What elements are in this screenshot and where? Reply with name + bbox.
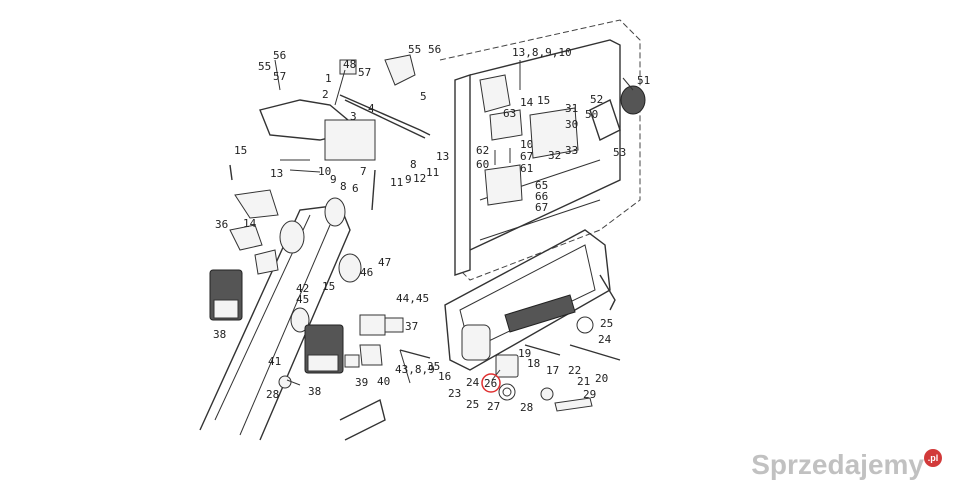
label-23: 23: [448, 387, 461, 400]
label-8: 8: [340, 180, 347, 193]
label-51: 51: [637, 74, 650, 87]
label-44-45: 44,45: [396, 292, 429, 305]
label-28: 28: [266, 388, 279, 401]
label-36: 36: [215, 218, 228, 231]
bolts: [229, 164, 431, 359]
label-27: 27: [487, 400, 500, 413]
label-32: 32: [548, 149, 561, 162]
lamp-38-right: [304, 324, 344, 374]
label-33: 33: [565, 144, 578, 157]
label-11: 11: [426, 166, 439, 179]
label-42: 42: [296, 282, 309, 295]
watermark: Sprzedajemy .pl: [751, 449, 942, 481]
center-block: [484, 148, 523, 206]
label-53: 53: [613, 146, 626, 159]
label-1: 1: [325, 72, 332, 85]
highlight-circle: [481, 373, 501, 393]
label-14b: 14: [243, 217, 257, 230]
label-63: 63: [503, 107, 516, 120]
boom-arm: [199, 197, 386, 441]
label-39: 39: [355, 376, 368, 389]
label-10b: 10: [318, 165, 331, 178]
label-25b: 25: [466, 398, 479, 411]
label-8b: 8: [410, 158, 417, 171]
label-12: 12: [413, 172, 426, 185]
label-55b: 55: [408, 43, 421, 56]
label-18: 18: [527, 357, 540, 370]
label-37: 37: [405, 320, 418, 333]
label-57: 57: [273, 70, 286, 83]
label-16: 16: [438, 370, 451, 383]
label-66: 66: [535, 190, 548, 203]
label-31: 31: [565, 102, 578, 115]
label-56b: 56: [428, 43, 441, 56]
label-57b: 57: [358, 66, 371, 79]
label-43-8-9: 43,8,9: [395, 363, 435, 376]
bottom-parts: [495, 344, 621, 412]
label-62: 62: [476, 144, 489, 157]
label-56: 56: [273, 49, 286, 62]
label-28b: 28: [520, 401, 533, 414]
label-52: 52: [590, 93, 603, 106]
label-35: 35: [427, 360, 440, 373]
label-11b: 11: [390, 176, 403, 189]
bulbs: [278, 375, 554, 401]
bracket-37: [344, 314, 404, 368]
label-24: 24: [598, 333, 612, 346]
watermark-badge: .pl: [924, 449, 942, 467]
label-15b: 15: [234, 144, 247, 157]
label-3: 3: [350, 110, 357, 123]
callout-lines: [274, 59, 634, 386]
label-5: 5: [420, 90, 427, 103]
label-47: 47: [378, 256, 391, 269]
label-40: 40: [377, 375, 390, 388]
label-38b: 38: [308, 385, 321, 398]
label-24b: 24: [466, 376, 480, 389]
label-19: 19: [518, 347, 531, 360]
label-13: 13: [270, 167, 283, 180]
label-67b: 67: [535, 201, 548, 214]
label-60: 60: [476, 158, 489, 171]
label-6: 6: [352, 182, 359, 195]
label-9: 9: [330, 173, 337, 186]
label-65: 65: [535, 179, 548, 192]
label-20: 20: [595, 372, 608, 385]
part-36: [229, 224, 279, 275]
label-15c: 15: [322, 280, 335, 293]
label-38: 38: [213, 328, 226, 341]
label-25: 25: [600, 317, 613, 330]
label-2: 2: [322, 88, 329, 101]
label-50: 50: [585, 108, 598, 121]
watermark-text: Sprzedajemy: [751, 449, 924, 480]
part-labels: 56 55 57 48 1 2 3 4 5 57 55 56 13,8,9,10…: [213, 43, 650, 414]
label-15: 15: [537, 94, 550, 107]
rear-light-bar: [444, 229, 616, 371]
label-22: 22: [568, 364, 581, 377]
label-10: 10: [520, 138, 533, 151]
label-46: 46: [360, 266, 373, 279]
label-13-8-9-10: 13,8,9,10: [512, 46, 572, 59]
label-48: 48: [343, 58, 356, 71]
label-14: 14: [520, 96, 534, 109]
label-67: 67: [520, 150, 533, 163]
label-41: 41: [268, 355, 281, 368]
label-13b: 13: [436, 150, 449, 163]
label-17: 17: [546, 364, 559, 377]
lamp-38-left: [209, 269, 243, 321]
label-29: 29: [583, 388, 596, 401]
label-30: 30: [565, 118, 578, 131]
label-26-highlighted: 26: [484, 377, 497, 390]
label-61: 61: [520, 162, 533, 175]
label-7: 7: [360, 165, 367, 178]
label-45: 45: [296, 293, 309, 306]
part-14-wedge: [234, 189, 279, 219]
top-mechanism: [259, 54, 431, 173]
label-21: 21: [577, 375, 590, 388]
label-55: 55: [258, 60, 271, 73]
label-9b: 9: [405, 173, 412, 186]
label-4: 4: [368, 102, 375, 115]
right-top-parts: [479, 74, 646, 159]
